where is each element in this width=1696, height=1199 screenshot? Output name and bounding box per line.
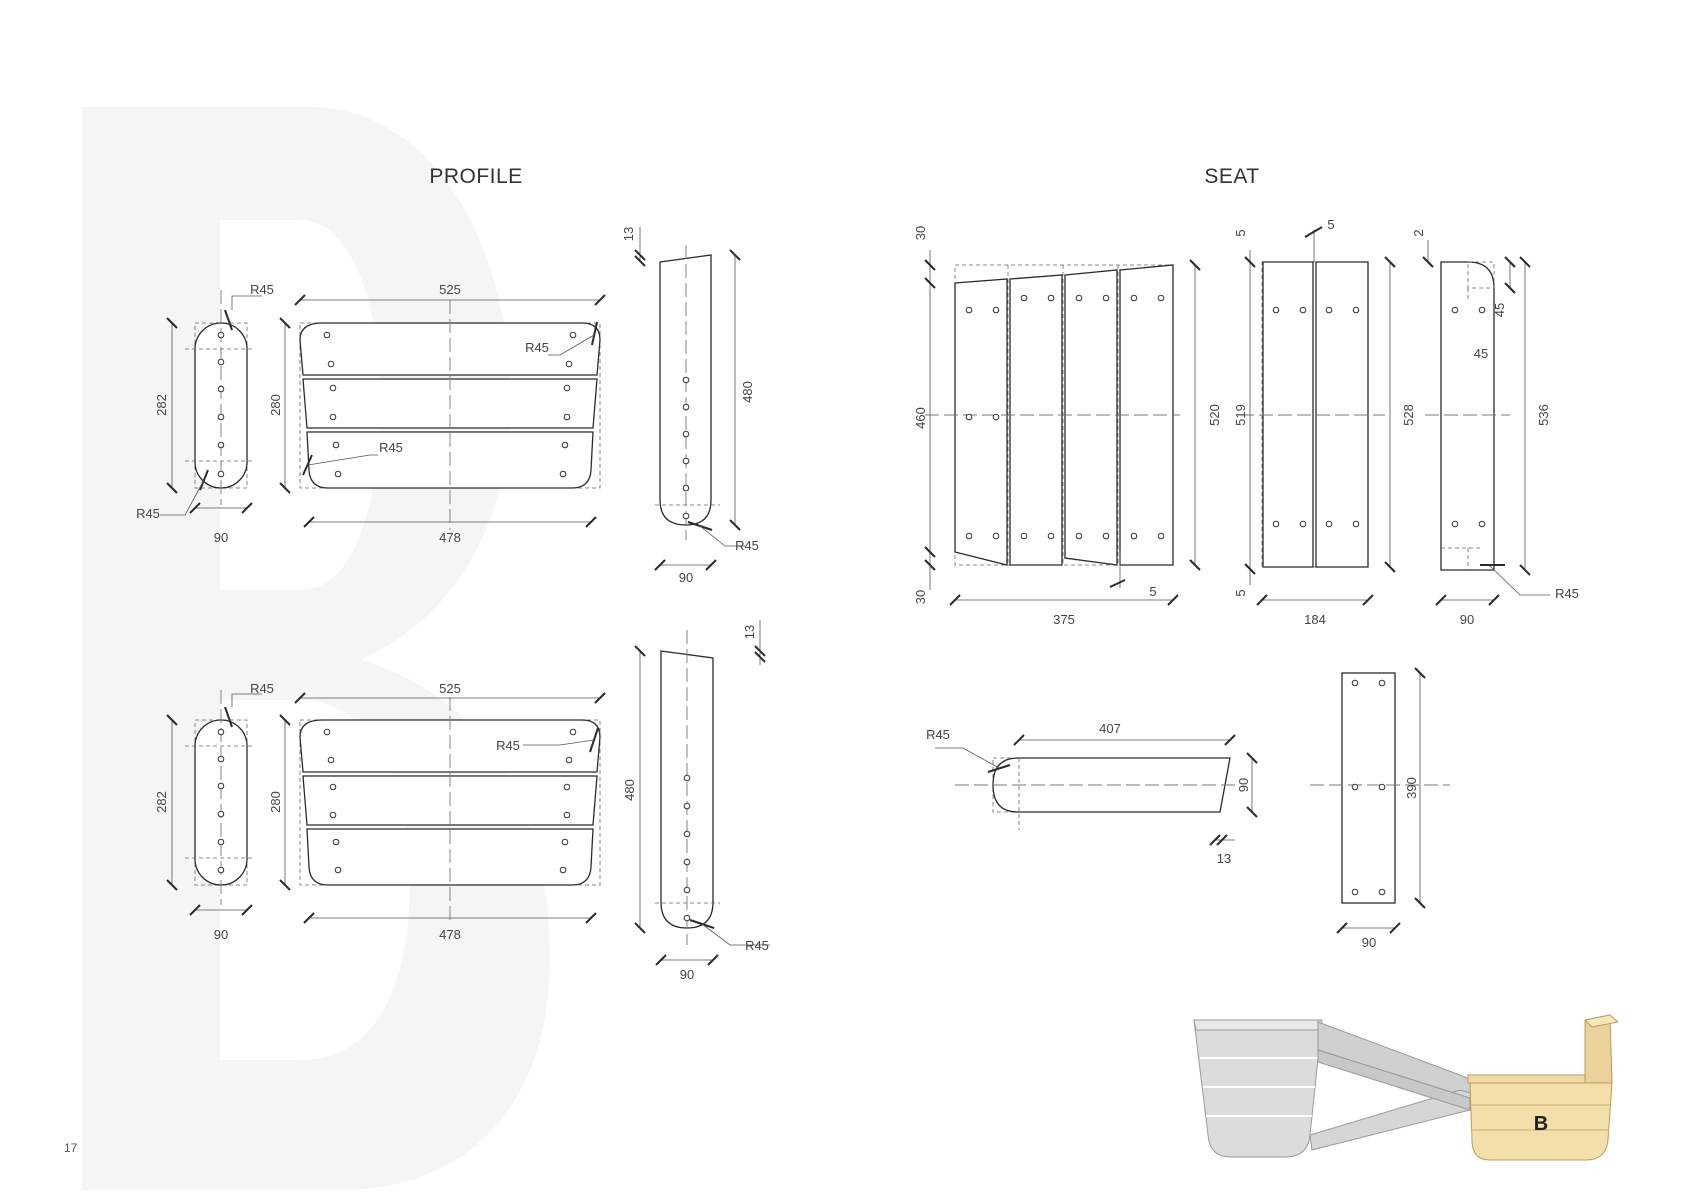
dim-panel-width: 525: [439, 282, 461, 297]
dim-end-radius: R45: [250, 282, 274, 297]
seat-front-board: 390 90: [1310, 667, 1450, 950]
seat-title: SEAT: [1204, 165, 1259, 188]
watermark-b: [82, 107, 550, 1190]
dim-slat-radius: R45: [735, 538, 759, 553]
dim-two-top-offset: 5: [1233, 229, 1248, 236]
dim-front-width: 90: [1362, 935, 1376, 950]
dim-panel-bottom-width: 478: [439, 530, 461, 545]
dim-end-width-2: 90: [214, 927, 228, 942]
dim-slat-length-2: 480: [622, 779, 637, 801]
seat-bottom-side-view: 407 90 13 R45: [926, 721, 1258, 866]
dim-slat-length: 480: [740, 381, 755, 403]
preview-label: B: [1534, 1113, 1548, 1135]
dim-slat-radius-2: R45: [745, 938, 769, 953]
dim-panel-height-2: 280: [268, 791, 283, 813]
dim-slat-width: 90: [679, 570, 693, 585]
dim-two-outer-height: 528: [1401, 404, 1416, 426]
profile-top-slat: 13 480 90 R45: [621, 227, 759, 585]
dim-side-height: 536: [1536, 404, 1551, 426]
dim-panel-radius-2: R45: [496, 738, 520, 753]
dim-two-width: 184: [1304, 612, 1326, 627]
seat-side-slat: 2 45 45 536 90 R45: [1411, 229, 1579, 627]
dim-bottom-width: 90: [1236, 778, 1251, 792]
dim-seat-gap: 5: [1149, 584, 1156, 599]
dim-side-corner-h: 45: [1492, 303, 1507, 317]
profile-bottom-panel: 525 280 478 R45: [268, 681, 606, 942]
dim-bottom-length: 407: [1099, 721, 1121, 736]
seat-four-slat-panel: 30 460 30 520 375 5: [913, 226, 1222, 627]
profile-bottom-end-piece: 282 90 R45: [154, 681, 274, 942]
dim-panel-bottom-width-2: 478: [439, 927, 461, 942]
dim-two-bottom-offset: 5: [1233, 589, 1248, 596]
dim-end-radius-bottom: R45: [136, 506, 160, 521]
dim-panel-width-2: 525: [439, 681, 461, 696]
dim-side-radius: R45: [1555, 586, 1579, 601]
dim-panel-radius-bottom: R45: [379, 440, 403, 455]
page-number: 17: [64, 1141, 78, 1155]
dim-seat-bottom-offset: 30: [913, 590, 928, 604]
dim-end-width: 90: [214, 530, 228, 545]
dim-slat-offset: 13: [621, 227, 636, 241]
dim-end-height: 282: [154, 394, 169, 416]
dim-end-height-2: 282: [154, 791, 169, 813]
dim-front-height: 390: [1404, 777, 1419, 799]
dim-side-corner-w: 45: [1474, 346, 1488, 361]
dim-seat-outer-height: 520: [1207, 404, 1222, 426]
bench-preview: B: [1193, 1014, 1620, 1161]
seat-two-slat-panel: 5 5 519 5 528 184: [1233, 217, 1416, 627]
dim-slat-width-2: 90: [680, 967, 694, 982]
dim-seat-inner-height: 460: [913, 407, 928, 429]
dim-side-top-offset: 2: [1411, 229, 1426, 236]
dim-seat-top-offset: 30: [913, 226, 928, 240]
dim-panel-height: 280: [268, 394, 283, 416]
profile-title: PROFILE: [429, 165, 522, 188]
profile-top-end-piece: 282 90 R45 R45: [136, 282, 274, 545]
dim-bottom-radius: R45: [926, 727, 950, 742]
dim-end-radius-2: R45: [250, 681, 274, 696]
dim-side-width: 90: [1460, 612, 1474, 627]
dim-bottom-offset: 13: [1217, 851, 1231, 866]
profile-top-panel: 525 280 478 R45 R45: [268, 282, 606, 545]
profile-bottom-slat: 13 480 90 R45: [622, 620, 770, 982]
dim-panel-radius-top: R45: [525, 340, 549, 355]
dim-slat-offset-2: 13: [742, 625, 757, 639]
dim-two-gap: 5: [1327, 217, 1334, 232]
dim-seat-width: 375: [1053, 612, 1075, 627]
dim-two-inner-height: 519: [1233, 404, 1248, 426]
